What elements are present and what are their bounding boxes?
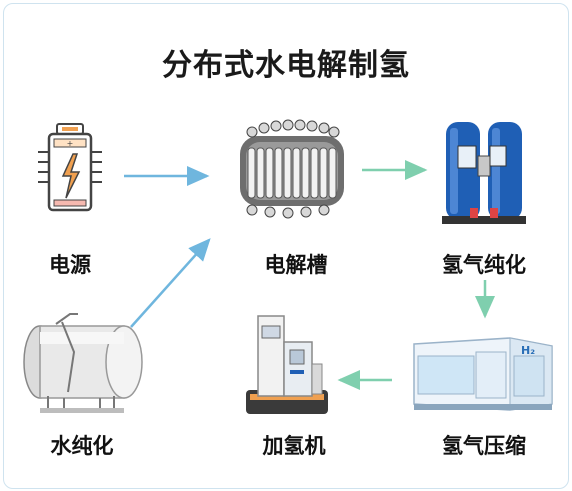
node-label-water-purify: 水纯化	[50, 434, 114, 458]
svg-text:+: +	[67, 139, 74, 148]
node-label-h2-compress: 氢气压缩	[442, 434, 526, 458]
battery-icon: +	[38, 123, 102, 212]
water-tank-icon	[23, 313, 143, 413]
arrow-water-to-electrolyzer	[130, 238, 211, 328]
dispenser-icon	[246, 315, 328, 414]
node-label-refuel: 加氢机	[262, 434, 326, 458]
compressor-icon: H₂	[413, 337, 553, 411]
node-label-power: 电源	[49, 253, 91, 277]
node-label-electrolyzer: 电解槽	[264, 253, 328, 277]
node-label-h2-purify: 氢气纯化	[442, 253, 526, 277]
purifier-icon	[442, 122, 526, 224]
compressor-badge: H₂	[521, 344, 535, 357]
electrolyzer-icon	[240, 119, 344, 219]
diagram-title: 分布式水电解制氢	[162, 48, 410, 83]
